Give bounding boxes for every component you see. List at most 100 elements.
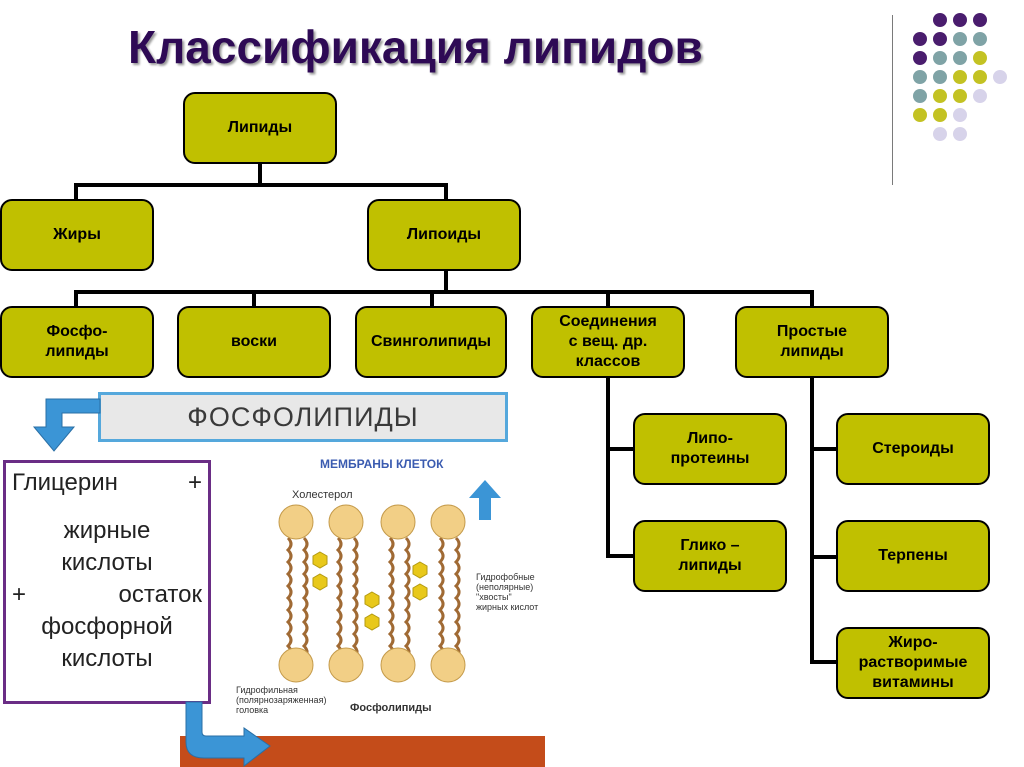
cholesterol-ring <box>412 583 428 601</box>
cholesterol-ring <box>364 613 380 631</box>
node-glycolipids: Глико – липиды <box>633 520 787 592</box>
node-waxes: воски <box>177 306 331 378</box>
connector <box>606 447 634 451</box>
decorative-dot <box>933 89 947 103</box>
composition-residue: остаток <box>118 581 202 608</box>
connector <box>606 378 610 558</box>
connector <box>74 183 78 201</box>
node-lipoids: Липоиды <box>367 199 521 271</box>
lipid-tail <box>301 536 309 660</box>
composition-fatty: жирные <box>63 517 151 544</box>
decorative-dot <box>973 13 987 27</box>
decorative-dot <box>933 51 947 65</box>
phospholipids-heading: ФОСФОЛИПИДЫ <box>98 392 508 442</box>
lipid-tail <box>437 536 445 660</box>
phospholipid-composition: Глицерин + жирные кислоты + остаток фосф… <box>3 460 211 704</box>
connector <box>444 270 448 292</box>
label-hydrophilic-head: Гидрофильная (полярнозаряженная) головка <box>236 685 327 715</box>
decorative-dot <box>973 89 987 103</box>
node-fat-soluble-vitamins: Жиро- растворимые витамины <box>836 627 990 699</box>
node-fats: Жиры <box>0 199 154 271</box>
node-simple-lipids: Простые липиды <box>735 306 889 378</box>
phospholipid-head <box>278 647 314 683</box>
connector <box>430 290 434 308</box>
node-steroids: Стероиды <box>836 413 990 485</box>
composition-plus: + <box>187 469 202 496</box>
lipid-tail <box>335 536 343 660</box>
curved-arrow-icon <box>185 701 271 767</box>
arrow-down-icon <box>32 398 101 452</box>
decorative-dot-pattern <box>913 13 1007 141</box>
lipid-tail <box>285 536 293 660</box>
decorative-dot <box>933 127 947 141</box>
connector <box>74 290 78 308</box>
decorative-dot <box>913 32 927 46</box>
decorative-dot <box>933 32 947 46</box>
decorative-dot <box>933 70 947 84</box>
connector <box>74 183 448 187</box>
membrane-illustration <box>278 504 466 683</box>
label-phospholipids: Фосфолипиды <box>350 702 432 714</box>
decorative-dot <box>933 13 947 27</box>
cholesterol-ring <box>364 591 380 609</box>
decorative-dot <box>973 70 987 84</box>
decorative-vertical-line <box>892 15 893 185</box>
connector <box>258 163 262 185</box>
page-title: Классификация липидов <box>128 21 703 73</box>
lipid-tail <box>403 536 411 660</box>
connector <box>810 660 838 664</box>
composition-acid: кислоты <box>61 645 153 672</box>
composition-glycerol: Глицерин <box>12 469 118 496</box>
connector <box>810 290 814 308</box>
composition-acids: кислоты <box>61 549 153 576</box>
connector <box>606 290 610 308</box>
decorative-dot <box>953 108 967 122</box>
phospholipid-head <box>380 647 416 683</box>
decorative-dot <box>953 13 967 27</box>
lipid-tail <box>453 536 461 660</box>
connector <box>444 183 448 201</box>
phospholipid-head <box>328 504 364 540</box>
decorative-dot <box>953 89 967 103</box>
decorative-dot <box>913 89 927 103</box>
composition-phosphoric: фосфорной <box>41 613 173 640</box>
connector <box>606 554 634 558</box>
node-compounds: Соединения с вещ. др. классов <box>531 306 685 378</box>
node-sphingolipids: Свинголипиды <box>355 306 507 378</box>
connector <box>810 378 814 664</box>
label-hydrophobic-tails: Гидрофобные (неполярные) "хвосты" жирных… <box>476 572 539 612</box>
decorative-dot <box>973 32 987 46</box>
phospholipid-head <box>430 647 466 683</box>
lipid-tail <box>351 536 359 660</box>
cholesterol-ring <box>412 561 428 579</box>
decorative-dot <box>953 32 967 46</box>
node-lipids: Липиды <box>183 92 337 164</box>
phospholipid-head <box>430 504 466 540</box>
phospholipid-head <box>278 504 314 540</box>
decorative-dot <box>953 127 967 141</box>
connector <box>810 447 838 451</box>
connector <box>252 290 256 308</box>
composition-plus-2: + <box>12 581 27 608</box>
node-terpenes: Терпены <box>836 520 990 592</box>
decorative-dot <box>953 70 967 84</box>
decorative-dot <box>993 70 1007 84</box>
node-lipoproteins: Липо- протеины <box>633 413 787 485</box>
connector <box>74 290 814 294</box>
decorative-dot <box>973 51 987 65</box>
decorative-dot <box>933 108 947 122</box>
decorative-dot <box>953 51 967 65</box>
label-cholesterol: Холестерол <box>292 489 353 501</box>
decorative-dot <box>913 51 927 65</box>
phospholipid-head <box>328 647 364 683</box>
node-phospholipids: Фосфо- липиды <box>0 306 154 378</box>
arrow-up-icon <box>469 480 501 520</box>
connector <box>810 555 838 559</box>
cholesterol-ring <box>312 573 328 591</box>
cholesterol-ring <box>312 551 328 569</box>
phospholipid-head <box>380 504 416 540</box>
decorative-dot <box>913 70 927 84</box>
lipid-tail <box>387 536 395 660</box>
membrane-title: МЕМБРАНЫ КЛЕТОК <box>320 457 444 471</box>
decorative-dot <box>913 108 927 122</box>
